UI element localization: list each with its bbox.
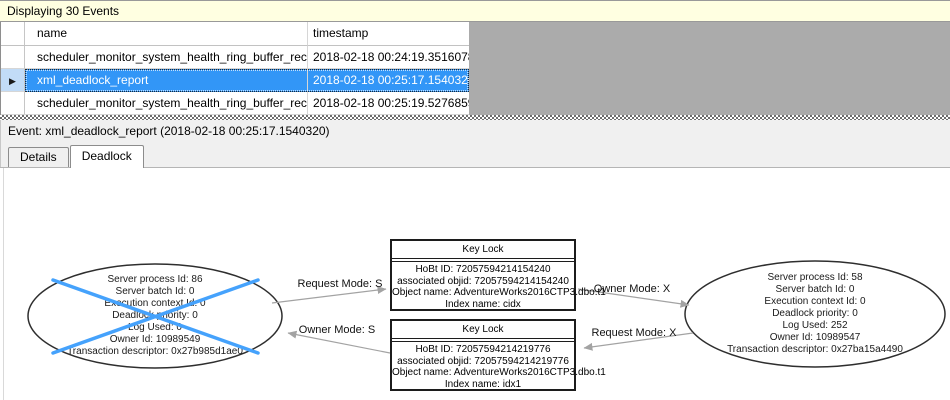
edge-owner-x: [577, 288, 690, 308]
process-node-line: Transaction descriptor: 0x27ba15a4490: [727, 344, 903, 355]
process-node-winner-shape[interactable]: [684, 260, 946, 368]
cell-name[interactable]: scheduler_monitor_system_health_ring_buf…: [25, 46, 308, 69]
edge-label-owner-x: Owner Mode: X: [593, 283, 671, 295]
row-marker-cell[interactable]: ▶: [1, 69, 25, 92]
lock-node-line: Index name: cidx: [445, 298, 521, 310]
lock-node-top[interactable]: Key Lock HoBt ID: 72057594214154240 asso…: [390, 239, 606, 311]
grid-splitter[interactable]: [0, 115, 950, 120]
lock-node-line: associated objid: 72057594214154240: [397, 275, 569, 287]
process-node-line: Owner Id: 10989547: [769, 332, 861, 343]
tab-deadlock[interactable]: Deadlock: [69, 145, 144, 168]
edge-label-request-x: Request Mode: X: [591, 327, 677, 339]
cell-timestamp[interactable]: 2018-02-18 00:25:17.1540320: [308, 69, 469, 92]
events-grid: name timestamp scheduler_monitor_system_…: [0, 22, 950, 115]
grid-header-row: name timestamp: [1, 22, 469, 46]
process-node-victim[interactable]: Server process Id: 86 Server batch Id: 0…: [33, 274, 277, 358]
grid-header-marker-cell: [1, 22, 25, 46]
tab-strip: Details Deadlock: [0, 143, 950, 168]
status-text: Displaying 30 Events: [7, 4, 120, 18]
lock-node-line: associated objid: 72057594214219776: [397, 355, 569, 367]
edge-label-request-s: Request Mode: S: [297, 278, 383, 290]
lock-node-bottom[interactable]: Key Lock HoBt ID: 72057594214219776 asso…: [390, 319, 606, 391]
process-node-line: Execution context Id: 0: [104, 298, 206, 309]
column-header-name[interactable]: name: [25, 22, 308, 46]
lock-node-line: HoBt ID: 72057594214219776: [415, 344, 551, 355]
lock-node-line: Object name: AdventureWorks2016CTP3.dbo.…: [392, 367, 606, 378]
row-marker-cell[interactable]: [1, 46, 25, 69]
process-node-winner[interactable]: Server process Id: 58 Server batch Id: 0…: [693, 272, 937, 356]
event-row[interactable]: scheduler_monitor_system_health_ring_buf…: [1, 46, 469, 69]
process-node-line: Execution context Id: 0: [764, 296, 866, 307]
column-header-timestamp[interactable]: timestamp: [308, 22, 469, 46]
process-node-line: Owner Id: 10989549: [109, 334, 201, 345]
deadlock-graph: Server process Id: 86 Server batch Id: 0…: [0, 167, 950, 400]
process-node-line: Deadlock priority: 0: [112, 310, 198, 321]
events-grid-table: name timestamp scheduler_monitor_system_…: [1, 22, 469, 115]
edge-request-s: [271, 286, 387, 304]
status-bar: Displaying 30 Events: [0, 0, 950, 22]
tab-details[interactable]: Details: [8, 147, 69, 167]
process-node-line: Log Used: 252: [782, 320, 848, 331]
process-node-line: Server batch Id: 0: [775, 284, 855, 295]
process-node-line: Server process Id: 58: [767, 272, 863, 283]
cell-timestamp[interactable]: 2018-02-18 00:25:19.5276859: [308, 92, 469, 115]
cell-name[interactable]: scheduler_monitor_system_health_ring_buf…: [25, 92, 308, 115]
event-header-text: Event: xml_deadlock_report (2018-02-18 0…: [8, 124, 330, 138]
process-node-line: Server batch Id: 0: [115, 286, 195, 297]
process-node-line: Transaction descriptor: 0x27b985d1ae0: [67, 346, 243, 357]
edge-label-owner-s: Owner Mode: S: [298, 324, 376, 336]
edge-request-x: [583, 332, 694, 351]
lock-node-line: Object name: AdventureWorks2016CTP3.dbo.…: [392, 287, 606, 298]
lock-node-title: Key Lock: [392, 241, 574, 259]
row-marker-icon: ▶: [9, 76, 16, 86]
row-marker-cell[interactable]: [1, 92, 25, 115]
lock-node-line: HoBt ID: 72057594214154240: [415, 264, 551, 275]
cell-timestamp[interactable]: 2018-02-18 00:24:19.3516078: [308, 46, 469, 69]
process-node-line: Server process Id: 86: [107, 274, 203, 285]
process-node-line: Deadlock priority: 0: [772, 308, 858, 319]
lock-node-line: Index name: idx1: [444, 378, 522, 390]
edge-owner-s: [287, 330, 391, 354]
process-node-line: Log Used: 0: [128, 322, 182, 333]
lock-node-title: Key Lock: [392, 321, 574, 339]
event-header: Event: xml_deadlock_report (2018-02-18 0…: [0, 120, 950, 143]
tab-page-left-border: [3, 168, 4, 400]
event-row[interactable]: scheduler_monitor_system_health_ring_buf…: [1, 92, 469, 115]
cell-name[interactable]: xml_deadlock_report: [25, 69, 308, 92]
event-row-selected[interactable]: ▶ xml_deadlock_report 2018-02-18 00:25:1…: [1, 69, 469, 92]
